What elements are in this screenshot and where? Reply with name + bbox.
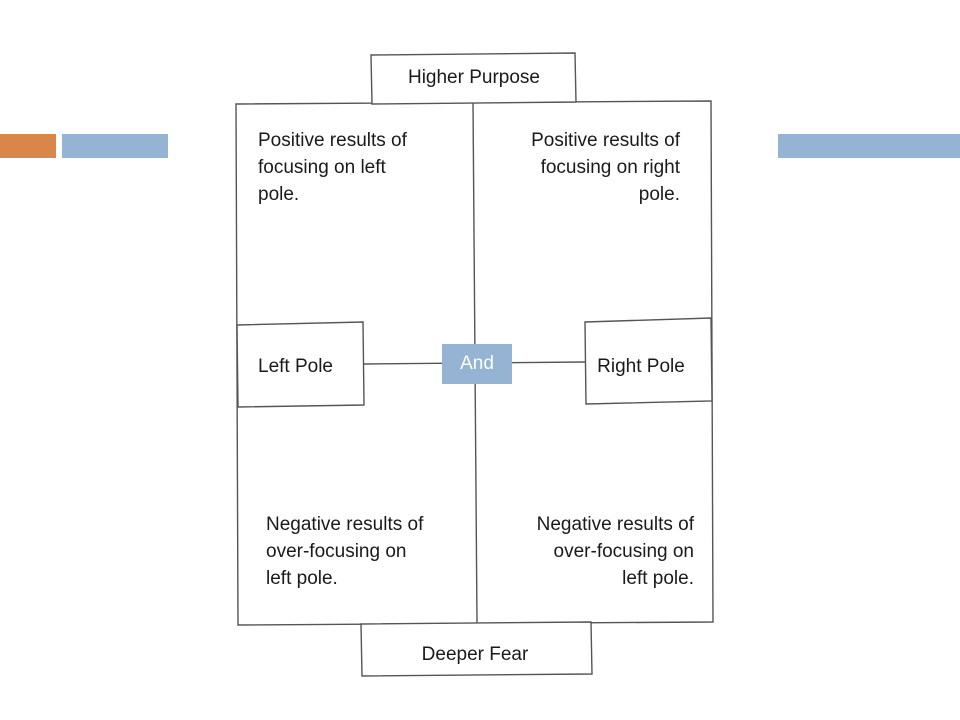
negative-left-text: Negative results of over-focusing on lef… [266, 514, 424, 589]
left-pole-box [236, 321, 365, 408]
right-pole-label: Right Pole [597, 356, 685, 377]
orange-accent-bar [0, 134, 56, 158]
higher-purpose-label: Higher Purpose [407, 67, 541, 88]
and-connector-box: And [442, 344, 512, 384]
positive-left-text: Positive results of focusing on left pol… [258, 130, 407, 205]
blue-accent-bar-right [778, 134, 960, 158]
right-pole-box [584, 317, 713, 405]
left-pole-label: Left Pole [258, 356, 333, 377]
negative-right-text: Negative results of over-focusing on lef… [536, 514, 694, 589]
higher-purpose-box [370, 52, 577, 105]
deeper-fear-label: Deeper Fear [421, 644, 529, 665]
and-label: And [460, 353, 494, 374]
positive-right-text: Positive results of focusing on right po… [531, 130, 680, 205]
blue-accent-bar-left [62, 134, 168, 158]
deeper-fear-box [360, 621, 593, 677]
